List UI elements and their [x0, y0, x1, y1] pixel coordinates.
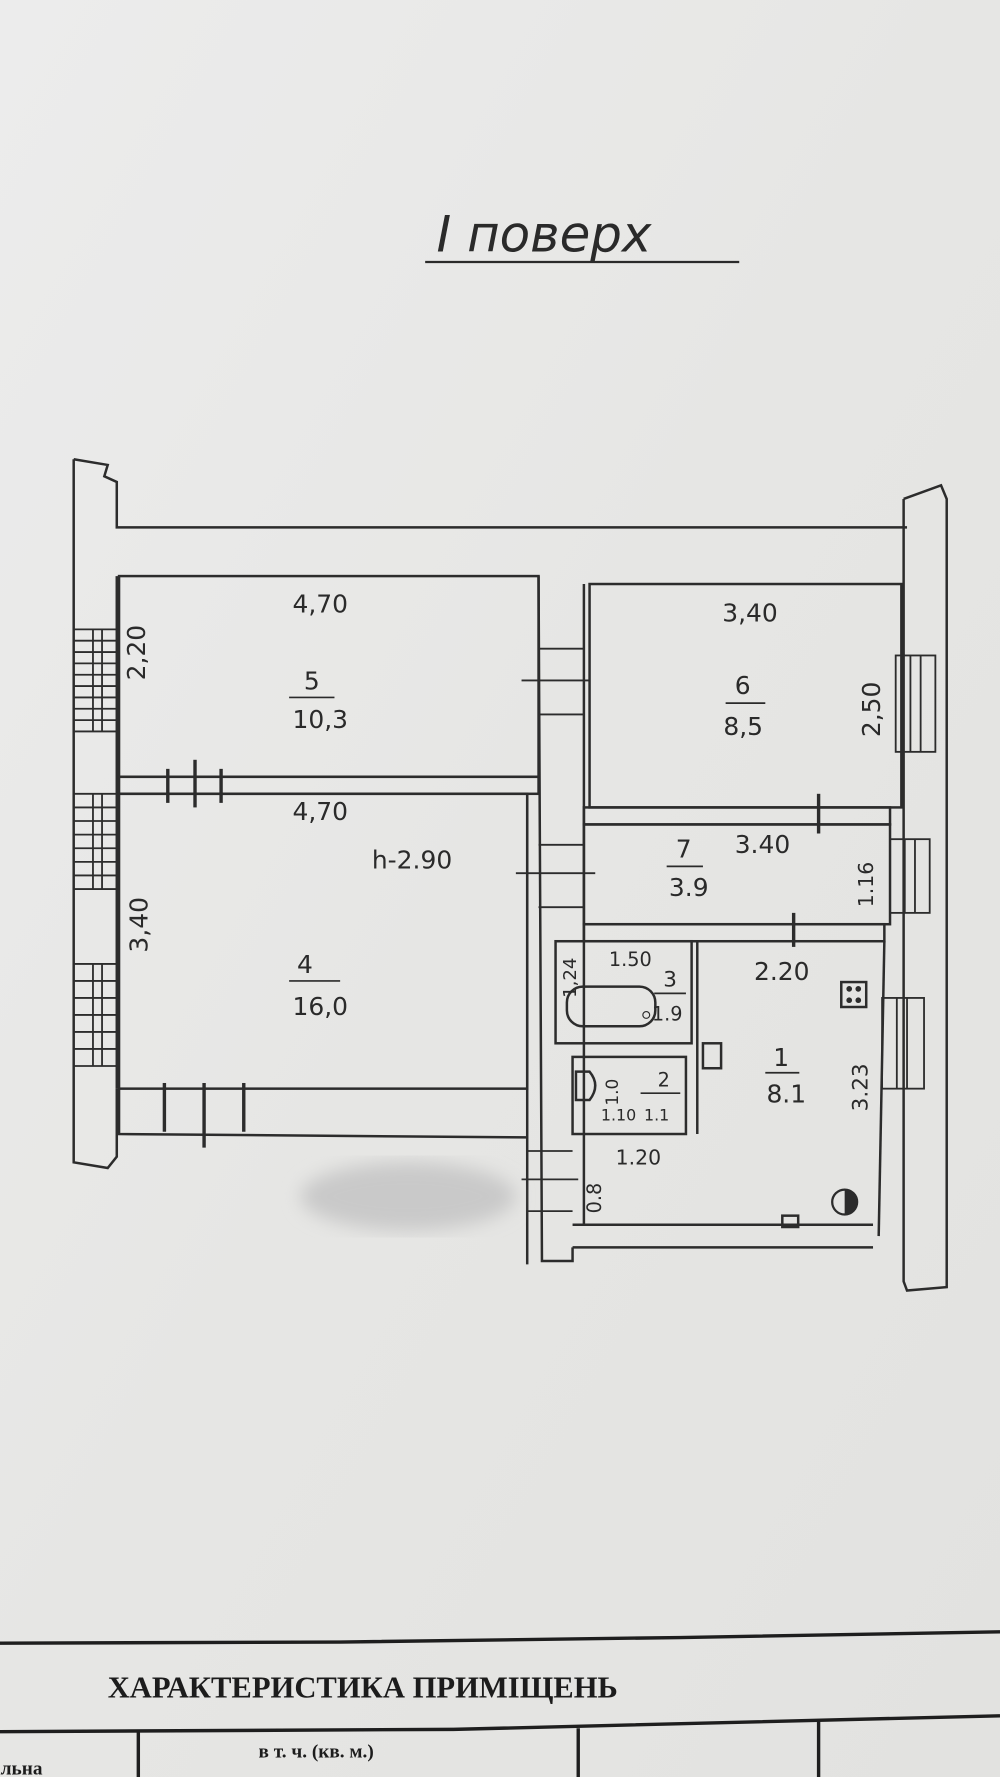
room1-number: 1 — [773, 1043, 789, 1072]
room7-number: 7 — [676, 834, 692, 863]
room1-extra-depth: 0.8 — [583, 1183, 606, 1214]
room1-area: 8.1 — [766, 1079, 806, 1108]
table-heading: ХАРАКТЕРИСТИКА ПРИМІЩЕНЬ — [108, 1671, 618, 1705]
room2-number: 2 — [658, 1068, 670, 1091]
room6-width: 3,40 — [722, 598, 778, 627]
table-col-incl: в т. ч. (кв. м.) — [259, 1742, 374, 1763]
stove-icon — [840, 980, 868, 1009]
room2-area: 1.1 — [644, 1105, 669, 1124]
room6-depth: 2,50 — [857, 682, 886, 738]
room5-number: 5 — [304, 666, 320, 695]
room7-depth: 1.16 — [854, 862, 878, 907]
room6-number: 6 — [735, 671, 751, 700]
room4-number: 4 — [297, 950, 313, 979]
room6-area: 8,5 — [723, 712, 763, 741]
room3-area: 1.9 — [652, 1003, 683, 1026]
sink-icon — [701, 1042, 723, 1070]
table-col-left: альна — [0, 1759, 43, 1777]
meter-icon — [781, 1214, 800, 1229]
toilet-icon — [574, 1070, 597, 1102]
room1-width: 2.20 — [754, 957, 810, 986]
rooms-table: ХАРАКТЕРИСТИКА ПРИМІЩЕНЬ в т. ч. (кв. м.… — [0, 1630, 1000, 1777]
room3-number: 3 — [663, 968, 677, 993]
room7-area: 3.9 — [669, 873, 709, 902]
room3-depth: 1,24 — [560, 958, 581, 998]
room1-extra-width: 1.20 — [616, 1146, 661, 1170]
room4-height: h-2.90 — [372, 846, 452, 875]
room5-width: 4,70 — [293, 589, 349, 618]
room1-depth: 3.23 — [848, 1063, 873, 1111]
room4-depth: 3,40 — [124, 897, 153, 953]
redacted-blur — [300, 1162, 516, 1231]
room4-area: 16,0 — [293, 992, 349, 1021]
room4-width: 4,70 — [293, 797, 349, 826]
room2-width: 1.10 — [601, 1105, 636, 1124]
walls — [72, 458, 948, 1292]
room3-width: 1.50 — [609, 948, 652, 971]
floor-title: I поверх — [437, 206, 652, 264]
room2-depth: 1.0 — [603, 1079, 623, 1106]
room7-width: 3.40 — [735, 830, 791, 859]
bathtub-icon — [565, 985, 657, 1028]
room5-depth: 2,20 — [122, 625, 151, 681]
room5-area: 10,3 — [293, 705, 349, 734]
